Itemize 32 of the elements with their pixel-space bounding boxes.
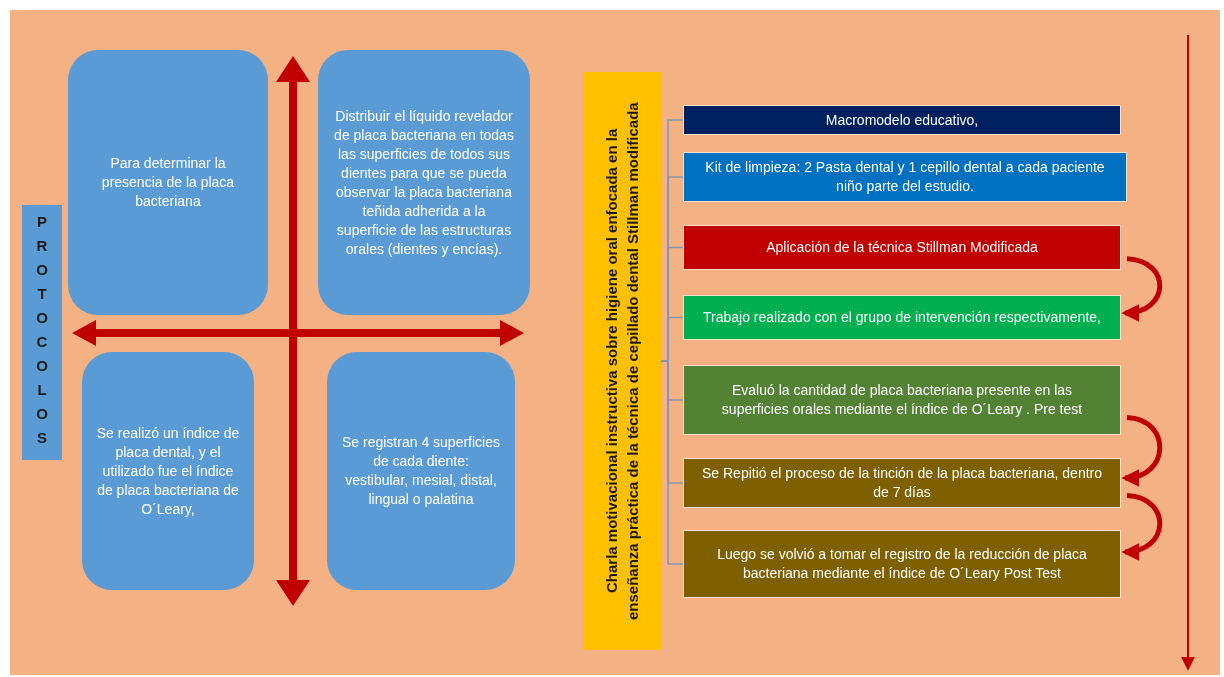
rounded-box: [327, 352, 515, 590]
node-text: Luego se volvió a tomar el registro de la reducción de placa bacteriana mediante el índice de O´Leary Post Test: [716, 545, 1088, 583]
process-box: [683, 530, 1121, 598]
node-text: Se realizó un índice de placa dental, y el utilizado fue el índice de placa bacteriana de O´Leary,: [96, 423, 240, 519]
double-arrow: [72, 320, 524, 346]
curved-arrow: [1121, 493, 1163, 560]
curved-arrow: [1121, 415, 1163, 486]
rounded-box: [82, 352, 254, 590]
rounded-box: [68, 50, 268, 315]
node-text: Para determinar la presencia de la placa bacteriana: [100, 154, 236, 211]
node-text: Evaluó la cantidad de placa bacteriana presente en las superficies orales mediante el índice de O´Leary . Pre test: [720, 381, 1084, 419]
node-text: Kit de limpieza: 2 Pasta dental y 1 cepillo dental a cada paciente niño parte del estudio.: [704, 158, 1106, 196]
vertical-heading: PROTOCOLOS: [32, 212, 52, 453]
process-box: [683, 458, 1121, 508]
node-text: Charla motivacional instructiva sobre higiene oral enfocada en la enseñanza práctica de la técnica de cepillado dental Stillman modificada: [602, 101, 642, 622]
node-text: Aplicación de la técnica Stillman Modificada: [766, 238, 1038, 257]
connector-line: [660, 360, 684, 565]
process-box: [683, 152, 1127, 202]
rounded-box: [318, 50, 530, 315]
process-box: [683, 105, 1121, 135]
double-arrow: [276, 56, 310, 606]
node-text: Se Repitió el proceso de la tinción de la placa bacteriana, dentro de 7 días: [700, 464, 1103, 502]
process-box: [683, 365, 1121, 435]
process-box: [683, 295, 1121, 340]
node-text: Distribuir el líquido revelador de placa bacteriana en todas las superficies de todos sus dientes para que se pueda observar la placa bacteriana teñida adherida a la superficie de las estructuras orales (dientes y encías).: [333, 106, 515, 259]
vertical-box: [583, 72, 661, 650]
curved-arrow: [1121, 256, 1163, 321]
node-text: Macromodelo educativo,: [825, 110, 979, 130]
process-box: [683, 225, 1121, 270]
node-text: Se registran 4 superficies de cada diente: vestibular, mesial, distal, lingual o palatina: [341, 433, 501, 509]
node-text: Trabajo realizado con el grupo de intervención respectivamente,: [703, 308, 1101, 327]
title-bar: [22, 205, 62, 460]
